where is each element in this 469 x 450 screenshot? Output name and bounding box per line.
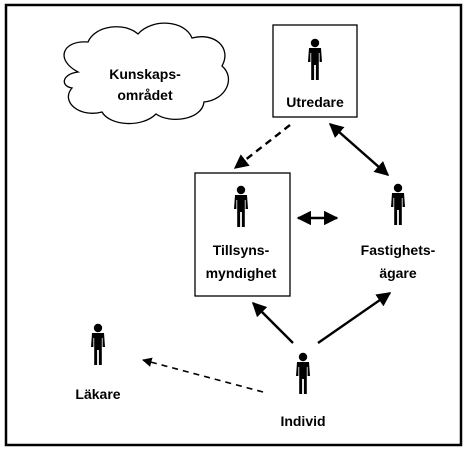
node-tillsynsmyndighet: Tillsyns- myndighet — [194, 172, 291, 297]
fastighet-label-line1: Fastighets- — [361, 242, 436, 258]
arrow-utredare-fastighet — [328, 123, 390, 176]
fastighet-label-line2: ägare — [379, 265, 417, 281]
node-individ: Individ — [280, 352, 326, 429]
arrow-individ-to-fastighet — [317, 292, 392, 344]
node-fastighetsagare: Fastighets- ägare — [361, 183, 436, 281]
knowledge-cloud: Kunskaps- området — [63, 22, 230, 125]
individ-label: Individ — [280, 413, 325, 429]
node-utredare: Utredare — [272, 24, 358, 118]
arrow-individ-to-lakare — [142, 357, 264, 393]
tillsyn-label-line1: Tillsyns- — [213, 242, 270, 258]
node-lakare: Läkare — [75, 323, 121, 402]
cloud-label-line1: Kunskaps- — [109, 66, 181, 82]
arrow-individ-to-tillsyn — [251, 301, 294, 344]
tillsyn-label-line2: myndighet — [206, 265, 277, 281]
lakare-label: Läkare — [75, 386, 120, 402]
cloud-label-line2: området — [117, 87, 173, 103]
utredare-label: Utredare — [286, 94, 344, 110]
